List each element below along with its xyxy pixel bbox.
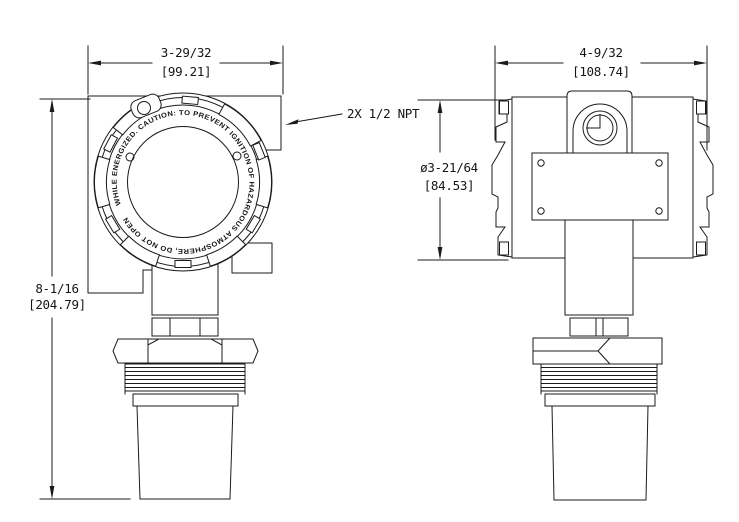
- cover-bolt: [499, 100, 509, 115]
- cover-window-circle: [127, 126, 239, 238]
- npt-label: 2X 1/2 NPT: [347, 106, 420, 121]
- cover-grip-segment: [94, 155, 111, 209]
- front-large-hex-nut: [112, 338, 259, 364]
- leader-line: [297, 113, 343, 123]
- dim-text-mm: [108.74]: [572, 64, 630, 79]
- cover-grip-segment: [255, 155, 272, 209]
- dim-text-inches: 3-29/32: [161, 45, 212, 60]
- side-threads: [540, 363, 658, 395]
- cover-notch: [104, 214, 121, 234]
- cover-notch: [174, 260, 192, 268]
- arrowhead: [270, 60, 283, 66]
- extension-line: [39, 98, 131, 500]
- arrowhead: [285, 119, 299, 125]
- small-hex-outline: [151, 317, 219, 337]
- arrowhead: [437, 247, 443, 260]
- dim-front-width: 3-29/32 [99.21]: [87, 45, 284, 95]
- side-neck: [564, 219, 634, 316]
- cover-grip-segment: [218, 103, 262, 147]
- front-view: WHILE ENERGIZED. CAUTION: TO PREVENT IGN…: [87, 92, 282, 500]
- small-hex-outline: [569, 317, 629, 337]
- hub-arch: [572, 103, 628, 156]
- nameplate-screw: [655, 207, 663, 215]
- front-transducer: [136, 405, 234, 500]
- arrowhead: [437, 100, 443, 113]
- npt-callout: 2X 1/2 NPT: [285, 106, 420, 125]
- conduit-opening-outer: [582, 110, 618, 146]
- nameplate-screw: [537, 159, 545, 167]
- dim-side-width: 4-9/32 [108.74]: [494, 45, 708, 151]
- dim-text-inches: ø3-21/64: [420, 160, 478, 175]
- dim-front-height: 8-1/16 [204.79]: [28, 98, 131, 500]
- dim-text-inches: 8-1/16: [35, 281, 78, 296]
- front-transition-ring: [132, 393, 239, 407]
- arrowhead: [49, 99, 55, 112]
- arrowhead: [49, 486, 55, 499]
- cover-grip-segment: [119, 235, 161, 267]
- cover-notch: [181, 95, 199, 106]
- dim-text-inches: 4-9/32: [579, 45, 622, 60]
- extension-line: [417, 99, 509, 261]
- conduit-keyway: [586, 114, 601, 129]
- side-large-hex-nut: [532, 337, 663, 365]
- side-view: [491, 90, 714, 501]
- thread-edges: [540, 363, 658, 395]
- cover-screw-hole: [232, 151, 242, 161]
- large-hex-facets: [147, 338, 223, 364]
- side-small-hex-nut: [569, 317, 629, 337]
- thread-lines: [125, 367, 245, 392]
- dim-text-mm: [99.21]: [161, 64, 212, 79]
- side-conduit-hub: [566, 90, 633, 156]
- cover-grip-segment: [205, 235, 247, 267]
- cover-notch: [245, 214, 262, 234]
- side-cover-ribs-right: [692, 98, 714, 258]
- cover-bolt: [499, 241, 509, 256]
- dim-side-diameter: ø3-21/64 [84.53]: [417, 99, 509, 261]
- extension-line: [87, 45, 284, 95]
- cover-notch: [103, 134, 119, 153]
- large-hex-outline: [112, 338, 259, 364]
- thread-edges: [124, 363, 246, 395]
- cover-notch: [252, 141, 266, 161]
- small-hex-facets: [595, 317, 604, 337]
- cover-screw-hole: [125, 152, 135, 162]
- nameplate-screw: [537, 207, 545, 215]
- dim-text-mm: [84.53]: [424, 178, 475, 193]
- nameplate-outline: [531, 152, 669, 221]
- large-hex-facets: [532, 337, 611, 365]
- side-cover-ribs-left: [491, 98, 513, 258]
- front-cover: WHILE ENERGIZED. CAUTION: TO PREVENT IGN…: [93, 92, 273, 272]
- small-hex-facets: [169, 317, 201, 337]
- nameplate-screw: [655, 159, 663, 167]
- front-threads: [124, 363, 246, 395]
- side-transducer: [551, 405, 649, 501]
- cover-bolt: [696, 241, 706, 256]
- side-transition-ring: [544, 393, 656, 407]
- cover-lock-screw: [137, 101, 151, 115]
- thread-lines: [541, 367, 657, 392]
- front-small-hex-nut: [151, 317, 219, 337]
- side-nameplate: [531, 152, 669, 221]
- arrowhead: [495, 60, 508, 66]
- arrowhead: [694, 60, 707, 66]
- front-mounting-tab: [231, 242, 273, 274]
- cover-bolt: [696, 100, 706, 115]
- arrowhead: [88, 60, 101, 66]
- dim-text-mm: [204.79]: [28, 297, 86, 312]
- extension-line: [494, 45, 708, 151]
